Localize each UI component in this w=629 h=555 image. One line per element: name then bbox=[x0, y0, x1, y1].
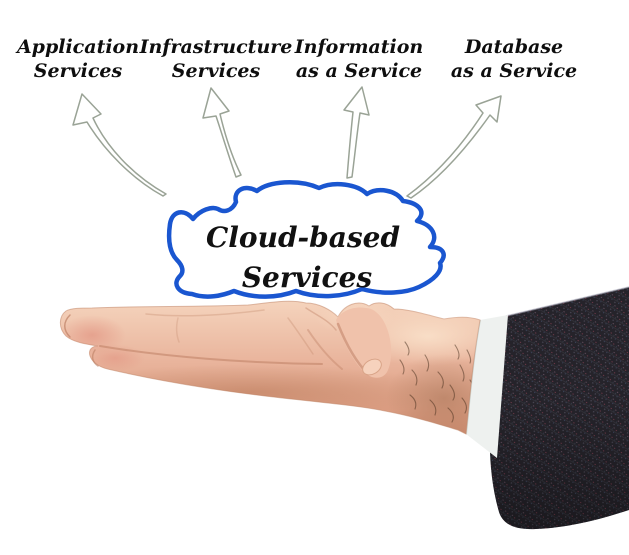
finger-gap-line bbox=[99, 345, 323, 365]
knuckle-crease bbox=[175, 317, 180, 343]
suit-edge-highlight bbox=[505, 286, 629, 317]
label-information-as-a-service-line1: Information bbox=[294, 36, 423, 58]
label-application-services: Application Services bbox=[15, 36, 139, 82]
label-infrastructure-services-line2: Services bbox=[172, 60, 261, 82]
wrist-hair bbox=[399, 341, 475, 423]
curved-arrow-icon-database bbox=[406, 95, 502, 199]
label-application-services-line2: Services bbox=[34, 60, 123, 82]
label-database-as-a-service-line2: as a Service bbox=[451, 60, 577, 82]
label-information-as-a-service: Information as a Service bbox=[294, 36, 423, 82]
label-infrastructure-services: Infrastructure Services bbox=[139, 36, 293, 82]
index-nail-crease bbox=[64, 314, 71, 338]
palm-crease-2 bbox=[287, 317, 314, 355]
label-application-services-line1: Application bbox=[15, 36, 139, 58]
label-information-as-a-service-line2: as a Service bbox=[296, 60, 422, 82]
cloud-shape: Cloud-based Services bbox=[166, 180, 446, 299]
suit-sleeve bbox=[489, 286, 629, 530]
thumb-web-crease bbox=[305, 307, 337, 331]
curved-arrow-icon-application bbox=[72, 93, 167, 197]
suit-shading bbox=[489, 287, 629, 530]
cuff-shape bbox=[466, 315, 508, 458]
upper-finger-crease bbox=[145, 309, 265, 317]
palm-crease-1 bbox=[307, 329, 343, 370]
cloud-icon bbox=[166, 180, 446, 299]
cloud-label-line2: Services bbox=[242, 261, 373, 294]
label-database-as-a-service-line1: Database bbox=[464, 36, 563, 58]
cloud-label-line1: Cloud-based bbox=[206, 221, 400, 254]
label-infrastructure-services-line1: Infrastructure bbox=[139, 36, 293, 58]
curved-arrow-icon-infrastructure bbox=[202, 87, 242, 178]
thumb bbox=[305, 307, 392, 378]
label-database-as-a-service: Database as a Service bbox=[451, 36, 577, 82]
thumb-nail bbox=[362, 358, 382, 376]
middle-fingertip-crease bbox=[91, 349, 99, 367]
open-hand bbox=[59, 300, 481, 435]
curved-arrow-icon-information bbox=[343, 86, 370, 179]
